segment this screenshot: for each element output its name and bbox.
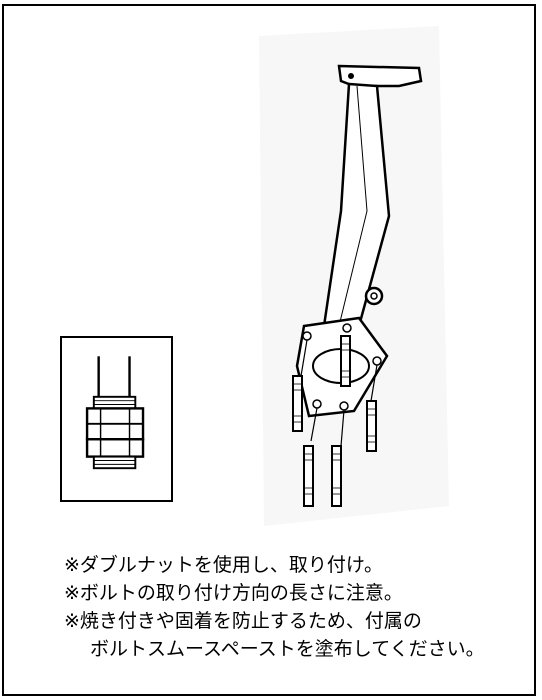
note-double-nut: ※ダブルナットを使用し、取り付け。: [64, 554, 383, 576]
exhaust-pipe-illustration: [259, 26, 449, 526]
installation-notes: ※ダブルナットを使用し、取り付け。 ※ボルトの取り付け方向の長さに注意。 ※焼き…: [64, 551, 534, 663]
note-bolt-direction: ※ボルトの取り付け方向の長さに注意。: [64, 582, 403, 604]
instruction-frame: ※ダブルナットを使用し、取り付け。 ※ボルトの取り付け方向の長さに注意。 ※焼き…: [2, 4, 536, 696]
note-anti-seize: ※焼き付きや固着を防止するため、付属の: [64, 610, 422, 632]
double-nut-detail: [60, 336, 173, 502]
note-anti-seize-cont: ボルトスムースペーストを塗布してください。: [90, 638, 485, 660]
